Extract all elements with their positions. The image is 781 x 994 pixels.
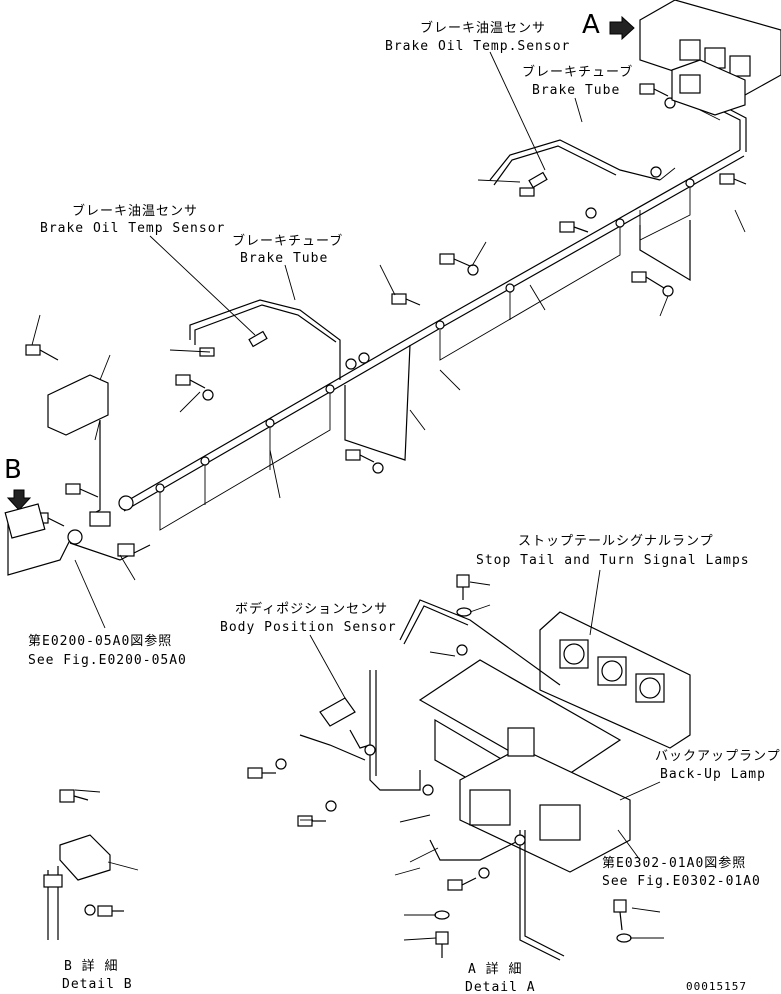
detail-b-connector (4, 495, 151, 576)
detail-a-jp: A 詳 細 (468, 961, 522, 977)
see-fig-e0200-jp: 第E0200-05A0図参照 (28, 633, 172, 649)
drawing-number: 00015157 (686, 980, 747, 993)
detail-b-jp: B 詳 細 (64, 958, 118, 974)
brake-tube-left-en: Brake Tube (240, 251, 328, 266)
arrow-a-icon (609, 15, 635, 41)
stop-tail-jp: ストップテールシグナルランプ (518, 534, 714, 549)
marker-b: B (4, 455, 22, 485)
brake-oil-sensor-top-en: Brake Oil Temp.Sensor (385, 39, 570, 54)
brake-tube-left-jp: ブレーキチューブ (232, 233, 343, 249)
brake-tube-top-jp: ブレーキチューブ (522, 64, 633, 80)
main-harness (119, 95, 747, 531)
see-fig-e0200-en: See Fig.E0200-05A0 (28, 653, 187, 668)
bolt-icon (25, 83, 747, 527)
body-position-en: Body Position Sensor (220, 620, 397, 635)
brake-oil-sensor-top-jp: ブレーキ油温センサ (420, 20, 546, 36)
marker-a: A (582, 10, 600, 40)
detail-a-en: Detail A (465, 980, 536, 994)
body-position-jp: ボディポジションセンサ (235, 601, 388, 617)
see-fig-e0302-en: See Fig.E0302-01A0 (602, 874, 761, 889)
leader-lines (31, 51, 746, 941)
brake-oil-sensor-left-jp: ブレーキ油温センサ (72, 203, 198, 219)
arrow-b-icon (6, 489, 32, 511)
detail-a-assembly (299, 599, 691, 961)
brake-oil-sensor-left-en: Brake Oil Temp Sensor (40, 221, 225, 236)
brake-tube-top-en: Brake Tube (532, 83, 620, 98)
detail-b-view (43, 789, 124, 940)
stop-tail-en: Stop Tail and Turn Signal Lamps (476, 553, 750, 568)
clamp-group (155, 178, 695, 493)
detail-b-en: Detail B (62, 977, 133, 992)
bracket-left (47, 374, 109, 436)
backup-lamp-en: Back-Up Lamp (660, 767, 766, 782)
backup-lamp-jp: バックアップランプ (655, 749, 781, 764)
see-fig-e0302-jp: 第E0302-01A0図参照 (602, 855, 746, 871)
bolt-icon (247, 574, 632, 958)
stop-tail-lamp-top (639, 0, 781, 116)
